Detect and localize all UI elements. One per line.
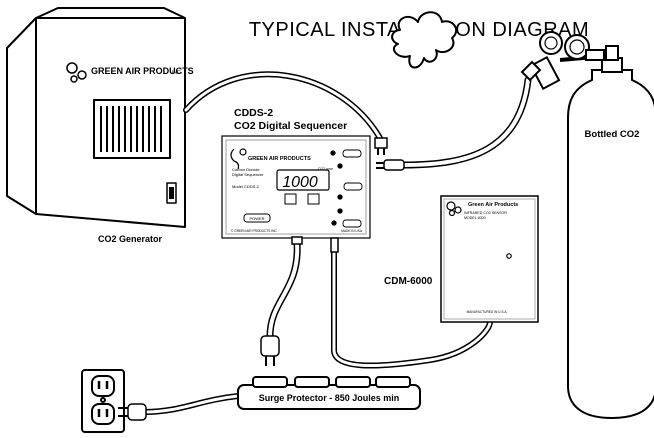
- sequencer-brand: GREEN AIR PRODUCTS: [248, 156, 311, 162]
- sequencer-model: Model CDDS-2: [232, 184, 260, 189]
- monitor-status-light: [506, 253, 512, 259]
- monitor-footer: MANUFACTURED IN U.S.A.: [467, 310, 508, 314]
- wall-outlet: [81, 369, 125, 433]
- sequencer-label-line1: CDDS-2: [234, 107, 273, 119]
- indicator-light-1: [330, 150, 336, 156]
- generator-label: CO2 Generator: [98, 234, 163, 244]
- output-2-button[interactable]: [343, 182, 363, 191]
- surge-protector: [237, 376, 421, 410]
- sequencer-display: [276, 169, 330, 191]
- monitor-logo-icon: [446, 201, 462, 217]
- sequencer-desc-line1: Carbon Dioxide: [232, 167, 260, 172]
- generator-logo-icon: [66, 62, 87, 83]
- cdm-monitor: Green Air Products INFRARED CO2 SENSOR M…: [440, 195, 539, 323]
- monitor-desc-line2: MODEL 6000: [464, 216, 486, 220]
- gas-release-cloud-icon: [391, 11, 458, 69]
- wall-plug-icon: [118, 403, 147, 421]
- outlet-socket-upper: [91, 375, 115, 397]
- sequencer-power-button[interactable]: [243, 213, 271, 223]
- generator-brand-suffix: INC.: [172, 70, 182, 76]
- indicator-light-4: [331, 220, 337, 226]
- generator-brand: GREEN AIR PRODUCTS: [91, 66, 194, 76]
- indicator-light-5: [337, 208, 343, 214]
- cables: [142, 71, 532, 415]
- co2-cylinder: [567, 45, 654, 420]
- sequencer-desc-line2: Digital Sequencer: [232, 172, 264, 177]
- sequencer-indicators: [330, 149, 363, 228]
- monitor-desc-line1: INFRARED CO2 SENSOR: [464, 211, 507, 215]
- sequencer-label-line2: CO2 Digital Sequencer: [234, 120, 347, 132]
- sequencer-unit: GREEN AIR PRODUCTS Carbon Dioxide Digita…: [221, 135, 371, 239]
- monitor-brand: Green Air Products: [468, 202, 518, 208]
- sequencer-power-cord-relief: [291, 236, 303, 245]
- sequencer-display-unit: CO2 ppm: [318, 167, 333, 171]
- sequencer-logo-icon: [230, 148, 247, 170]
- co2-regulator-icon: [520, 31, 607, 91]
- output-3-button[interactable]: [342, 219, 362, 228]
- indicator-light-3: [337, 194, 343, 200]
- sequencer-footer-right: MADE IN USA: [341, 229, 363, 233]
- sequencer-sensor-cord-relief: [330, 237, 339, 253]
- monitor-label: CDM-6000: [384, 276, 433, 287]
- sequencer-up-button[interactable]: [307, 193, 320, 205]
- sequencer-power-label: POWER: [249, 216, 264, 221]
- sequencer-down-button[interactable]: [284, 193, 297, 205]
- output-1-button[interactable]: [342, 149, 362, 158]
- power-plug-icon: [260, 335, 280, 366]
- indicator-light-2: [337, 163, 343, 169]
- sequencer-display-value: 1000: [282, 174, 318, 191]
- cylinder-label: Bottled CO2: [585, 129, 640, 140]
- co2-generator: [6, 7, 186, 228]
- hose-plug-icon: [376, 159, 405, 171]
- sequencer-footer-left: © GREEN AIR PRODUCTS INC.: [231, 229, 278, 233]
- outlet-socket-lower: [91, 403, 115, 425]
- generator-plug-icon: [374, 137, 388, 155]
- surge-protector-label: Surge Protector - 850 Joules min: [259, 393, 400, 403]
